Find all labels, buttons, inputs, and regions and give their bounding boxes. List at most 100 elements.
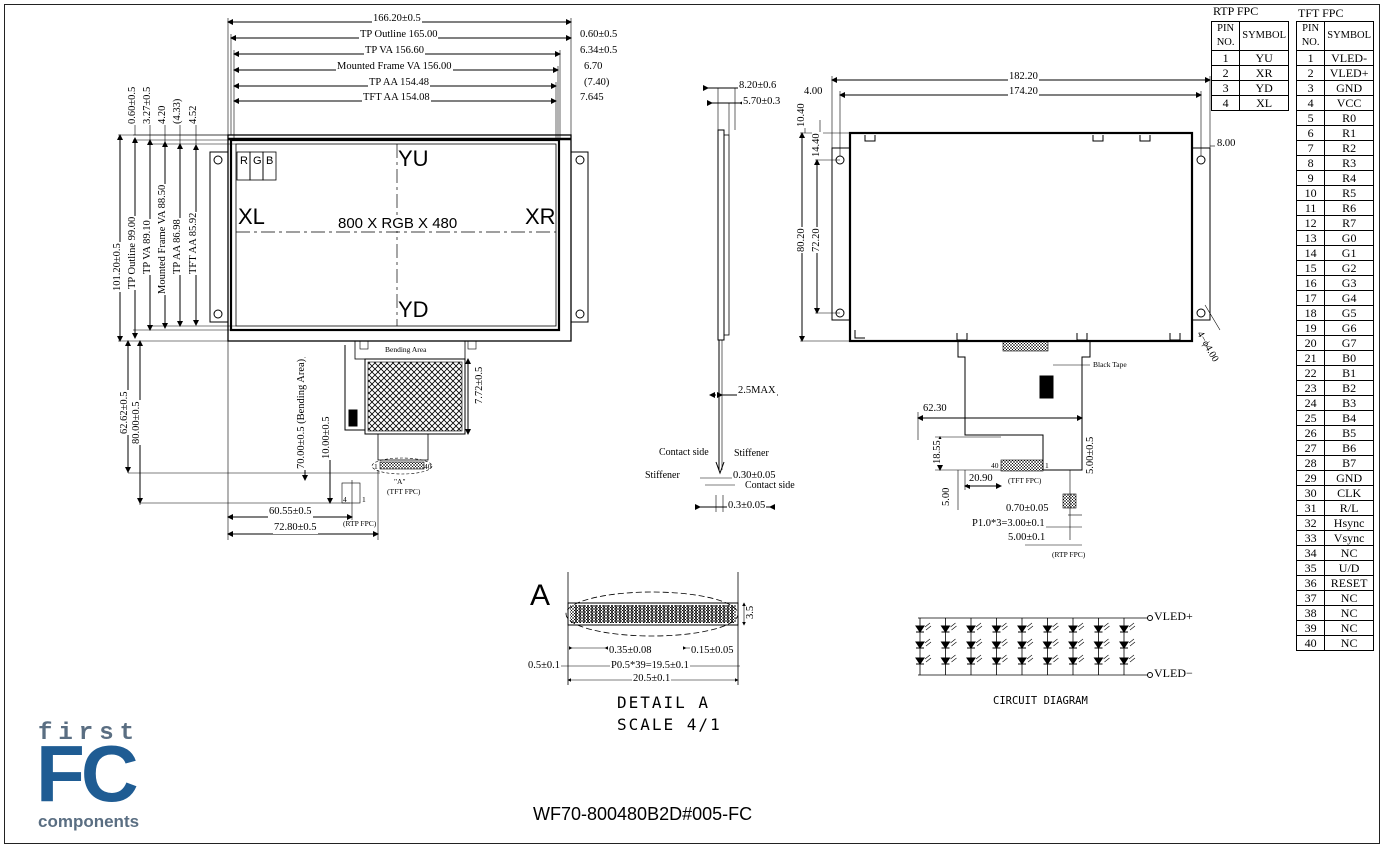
dim-5-00-b: 5.00	[941, 486, 953, 507]
tft-symbol: G7	[1324, 335, 1374, 351]
pin-1-rear: 1	[1045, 461, 1049, 470]
led-diode	[1119, 657, 1129, 665]
led-diode	[1042, 657, 1053, 665]
dim-80-20: 80.20	[796, 227, 808, 253]
led-diode	[966, 625, 976, 633]
tft-symbol: G3	[1324, 275, 1374, 291]
vled-plus: VLED+	[1154, 609, 1193, 623]
circuit-title: CIRCUIT DIAGRAM	[993, 695, 1088, 707]
dim-tp-aa: TP AA 154.48	[368, 77, 430, 89]
tft-symbol: NC	[1324, 590, 1374, 606]
rtp-header-symbol: SYMBOL	[1239, 21, 1289, 51]
tft-pin-no: 13	[1295, 230, 1326, 246]
tft-symbol: R5	[1324, 185, 1374, 201]
dim-5-70: 5.70±0.3	[742, 96, 782, 108]
dim-18-55: 18.55	[932, 439, 944, 465]
rtp-symbol: XL	[1239, 95, 1289, 111]
tft-symbol: G1	[1324, 245, 1374, 261]
tft-symbol: VLED+	[1324, 65, 1374, 81]
detail-a-scale: SCALE 4/1	[617, 715, 722, 734]
rgb-b: B	[266, 155, 274, 167]
led-diode	[966, 657, 976, 665]
tft-symbol: R4	[1324, 170, 1374, 186]
pin-40-rear: 40	[991, 461, 999, 470]
dim-5-00-a: 5.00±0.5	[1085, 435, 1097, 475]
tft-symbol: VCC	[1324, 95, 1374, 111]
tft-header-symbol: SYMBOL	[1324, 21, 1374, 51]
tft-pin-no: 6	[1295, 125, 1326, 141]
label-resolution: 800 X RGB X 480	[336, 215, 460, 232]
led-diode	[940, 625, 951, 633]
tft-pin-no: 15	[1295, 260, 1326, 276]
tft-pin-no: 11	[1295, 200, 1326, 216]
rtp-pin-no: 2	[1210, 65, 1241, 81]
tft-pin-no: 1	[1295, 50, 1326, 66]
tft-pin-no: 10	[1295, 185, 1326, 201]
tft-header-pin: PIN NO.	[1295, 21, 1326, 51]
tft-symbol: R3	[1324, 155, 1374, 171]
detail-a-callout	[371, 457, 433, 475]
detail-marker: "A"	[394, 477, 406, 486]
tft-symbol: U/D	[1324, 560, 1374, 576]
tft-pin-no: 12	[1295, 215, 1326, 231]
dim-72-80: 72.80±0.5	[273, 522, 318, 534]
led-diode	[1093, 625, 1104, 633]
label-xl: XL	[238, 204, 265, 229]
dim-2-5max: 2.5MAX	[737, 385, 777, 397]
dim-0-30: 0.30±0.05	[732, 470, 777, 482]
black-tape: Black Tape	[1093, 360, 1127, 369]
rgb-r: R	[240, 155, 248, 167]
stiffener-1: Stiffener	[734, 448, 769, 459]
dim-8-20: 8.20±0.6	[738, 80, 778, 92]
dim-4-00: 4.00	[803, 86, 824, 98]
dim-0-35: 0.35±0.08	[608, 645, 653, 657]
v-offset-1: 0.60±0.5	[127, 85, 139, 125]
tft-fpc-rear: (TFT FPC)	[1008, 476, 1042, 485]
dim-14-40: 14.40	[811, 132, 823, 158]
dim-20-5: 20.5±0.1	[632, 673, 672, 685]
led-diode	[1119, 641, 1129, 649]
tft-pin-no: 7	[1295, 140, 1326, 156]
tft-symbol: G0	[1324, 230, 1374, 246]
tft-symbol: B7	[1324, 455, 1374, 471]
tft-pin-no: 37	[1295, 590, 1326, 606]
tft-symbol: CLK	[1324, 485, 1374, 501]
rgb-g: G	[253, 155, 262, 167]
dim-10-00: 10.00±0.5	[321, 415, 333, 460]
led-diode	[991, 657, 1002, 665]
dim-80-00: 80.00±0.5	[131, 400, 143, 445]
dim-5-00-c: 5.00±0.1	[1007, 532, 1047, 544]
rtp-pin-no: 3	[1210, 80, 1241, 96]
tft-symbol: R/L	[1324, 500, 1374, 516]
dim-7-72: 7.72±0.5	[474, 365, 486, 405]
dim-8-00: 8.00	[1216, 138, 1237, 150]
dim-0-70: 0.70±0.05	[1005, 503, 1050, 515]
dim-mounted-frame: Mounted Frame VA 156.00	[336, 61, 453, 73]
v-dim-mounted: Mounted Frame VA 88.50	[157, 183, 169, 295]
tft-pin-no: 14	[1295, 245, 1326, 261]
tft-symbol: G2	[1324, 260, 1374, 276]
detail-a-letter: A	[530, 579, 551, 612]
tft-symbol: B3	[1324, 395, 1374, 411]
dim-tp-outline-offset: 0.60±0.5	[579, 29, 619, 41]
rear-view	[799, 76, 1221, 546]
dim-pitch: P0.5*39=19.5±0.1	[610, 660, 690, 672]
tft-symbol: R1	[1324, 125, 1374, 141]
dim-62-30: 62.30	[922, 403, 948, 415]
led-diode	[940, 641, 951, 649]
v-dim-tft-aa: TFT AA 85.92	[188, 211, 200, 275]
